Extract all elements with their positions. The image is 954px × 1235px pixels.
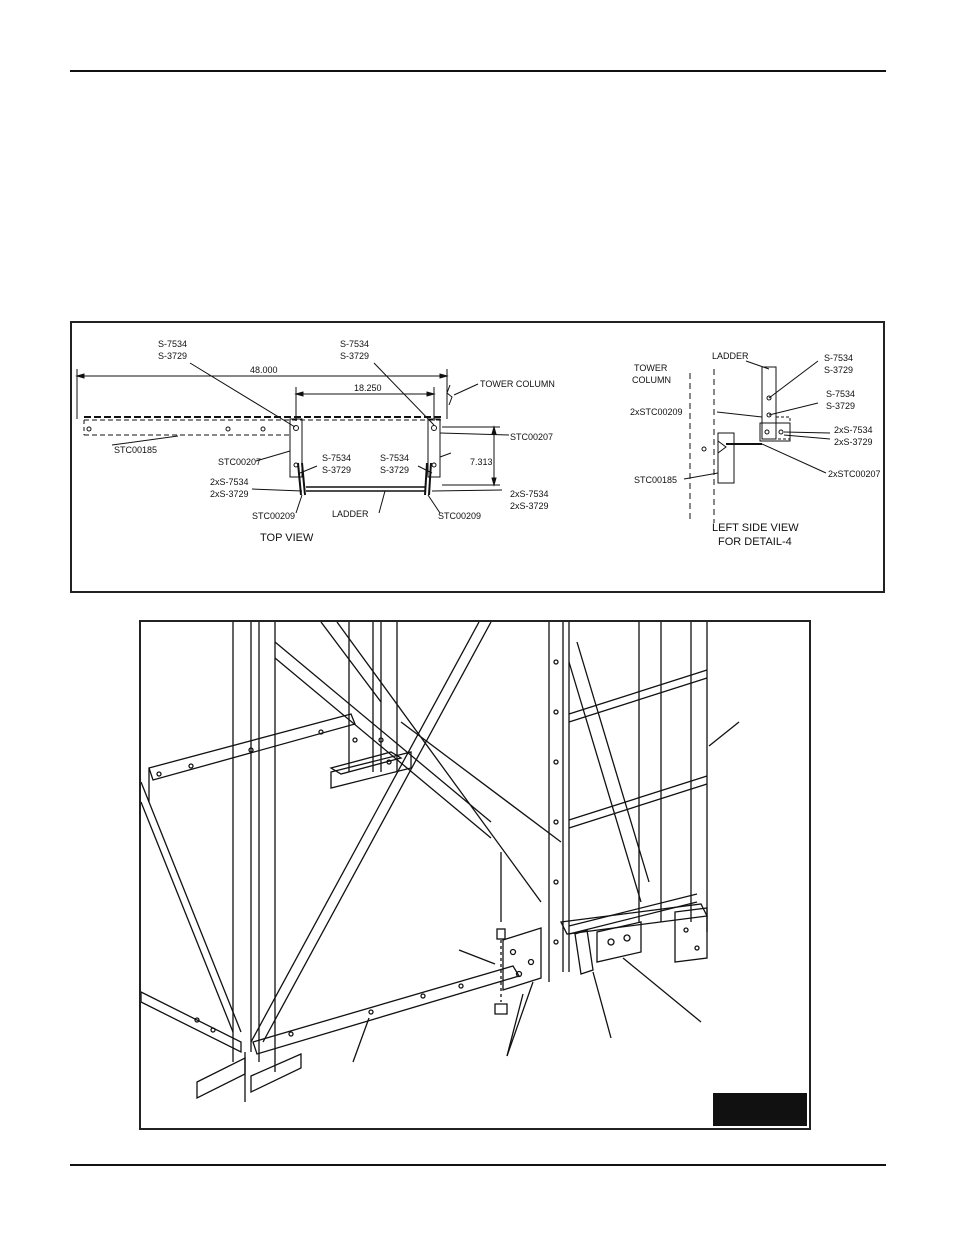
side-stc00209-label: 2xSTC00209 xyxy=(630,407,683,417)
bolt-label-right-2: S-3729 xyxy=(340,351,369,361)
double-bolt-left-2: 2xS-3729 xyxy=(210,489,249,499)
isometric-assembly-panel xyxy=(139,620,811,1130)
stc00209-right-label: STC00209 xyxy=(438,511,481,521)
side-bolt-mid-1: S-7534 xyxy=(826,389,855,399)
bolt-label-left-1: S-7534 xyxy=(158,339,187,349)
side-bolt-mid-2: S-3729 xyxy=(826,401,855,411)
stc00207-left-label: STC00207 xyxy=(218,457,261,467)
inner-bolt-right-2: S-3729 xyxy=(380,465,409,475)
side-double-bolt-2: 2xS-3729 xyxy=(834,437,873,447)
detail-drawing: S-7534 S-3729 S-7534 S-3729 48.000 18.25… xyxy=(75,339,881,548)
side-bolt-top-1: S-7534 xyxy=(824,353,853,363)
dimension-width: 48.000 xyxy=(250,365,278,375)
side-tower-label-1: TOWER xyxy=(634,363,668,373)
side-stc00185-label: STC00185 xyxy=(634,475,677,485)
double-bolt-right-2: 2xS-3729 xyxy=(510,501,549,511)
side-double-bolt-1: 2xS-7534 xyxy=(834,425,873,435)
inner-bolt-left-1: S-7534 xyxy=(322,453,351,463)
inner-bolt-right-1: S-7534 xyxy=(380,453,409,463)
side-tower-label-2: COLUMN xyxy=(632,375,671,385)
footer-rule xyxy=(70,1164,886,1166)
side-bolt-top-2: S-3729 xyxy=(824,365,853,375)
double-bolt-left-1: 2xS-7534 xyxy=(210,477,249,487)
stc00209-left-label: STC00209 xyxy=(252,511,295,521)
tower-column-label: TOWER COLUMN xyxy=(480,379,555,389)
dimension-depth: 7.313 xyxy=(470,457,493,467)
top-view-caption: TOP VIEW xyxy=(260,532,314,544)
bolt-label-right-1: S-7534 xyxy=(340,339,369,349)
side-stc00207-label: 2xSTC00207 xyxy=(828,469,881,479)
side-view-caption-1: LEFT SIDE VIEW xyxy=(712,522,799,534)
bolt-label-left-2: S-3729 xyxy=(158,351,187,361)
header-rule xyxy=(70,70,886,72)
stc00185-label: STC00185 xyxy=(114,445,157,455)
side-view-caption-2: FOR DETAIL-4 xyxy=(718,536,792,548)
side-ladder-label: LADDER xyxy=(712,351,749,361)
dimension-span: 18.250 xyxy=(354,383,382,393)
inner-bolt-left-2: S-3729 xyxy=(322,465,351,475)
ladder-label: LADDER xyxy=(332,509,369,519)
stc00207-right-label: STC00207 xyxy=(510,432,553,442)
detail-panel: S-7534 S-3729 S-7534 S-3729 48.000 18.25… xyxy=(70,321,885,593)
isometric-drawing xyxy=(141,622,740,1102)
figure-tag xyxy=(713,1093,807,1126)
double-bolt-right-1: 2xS-7534 xyxy=(510,489,549,499)
